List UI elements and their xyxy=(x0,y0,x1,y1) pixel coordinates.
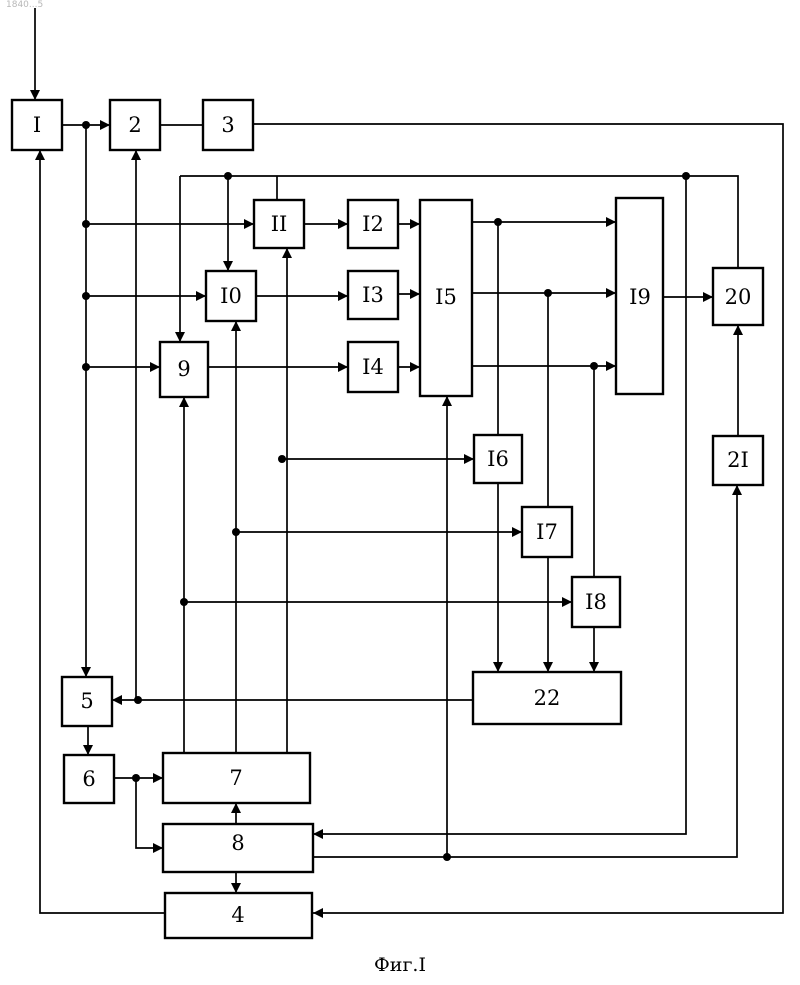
block-3: 3 xyxy=(203,100,253,150)
block-19: I9 xyxy=(616,198,663,394)
block-label: 20 xyxy=(725,285,752,309)
block-16: I6 xyxy=(474,435,522,483)
block-label: I0 xyxy=(220,284,242,308)
block-label: I2 xyxy=(362,212,384,236)
block-6: 6 xyxy=(64,755,114,803)
block-label: 2I xyxy=(727,448,749,472)
junction-dot xyxy=(224,172,232,180)
block-12: I2 xyxy=(348,200,398,248)
block-4: 4 xyxy=(165,893,312,938)
junction-dot xyxy=(82,121,90,129)
block-2: 2 xyxy=(110,100,160,150)
junction-dot xyxy=(544,289,552,297)
junction-dot xyxy=(134,696,142,704)
block-14: I4 xyxy=(348,342,398,392)
block-22: 22 xyxy=(473,672,621,724)
junction-dot xyxy=(278,455,286,463)
block-13: I3 xyxy=(348,271,398,319)
junction-dot xyxy=(132,774,140,782)
block-label: I xyxy=(33,113,41,137)
junction-dot xyxy=(443,853,451,861)
junction-dot xyxy=(180,598,188,606)
junction-dot xyxy=(494,218,502,226)
block-label: 7 xyxy=(229,766,242,790)
block-9: 9 xyxy=(160,342,208,397)
junction-dot xyxy=(82,220,90,228)
junction-dot xyxy=(232,528,240,536)
junction-dot xyxy=(590,362,598,370)
junction-dot xyxy=(82,292,90,300)
block-label: 3 xyxy=(221,113,234,137)
block-label: I4 xyxy=(362,355,384,379)
junction-dot xyxy=(82,363,90,371)
block-label: 4 xyxy=(231,903,244,927)
block-18: I8 xyxy=(572,577,620,627)
line-3-to-4 xyxy=(253,124,783,913)
block-label: I5 xyxy=(435,285,457,309)
block-label: 22 xyxy=(534,686,561,710)
block-label: 2 xyxy=(128,113,141,137)
block-5: 5 xyxy=(62,677,112,726)
line-6-to-8 xyxy=(136,778,163,848)
block-label: I6 xyxy=(487,447,509,471)
block-label: 6 xyxy=(82,767,95,791)
block-label: 9 xyxy=(177,357,190,381)
figure-caption: Фиг.I xyxy=(0,954,800,976)
block-label: I3 xyxy=(362,283,384,307)
block-1: I xyxy=(12,100,62,150)
blocks: I 2 3 4 5 6 7 8 xyxy=(12,100,763,938)
block-21: 2I xyxy=(713,436,763,485)
block-8: 8 xyxy=(163,824,313,872)
block-10: I0 xyxy=(206,271,256,321)
block-20: 20 xyxy=(713,268,763,325)
block-label: I9 xyxy=(629,285,651,309)
junction-dot xyxy=(682,172,690,180)
block-label: II xyxy=(271,212,288,236)
block-label: I8 xyxy=(585,590,607,614)
block-17: I7 xyxy=(522,507,572,557)
block-7: 7 xyxy=(163,753,310,803)
block-11: II xyxy=(254,200,304,248)
block-label: 8 xyxy=(231,831,244,855)
block-label: I7 xyxy=(536,520,558,544)
block-15: I5 xyxy=(420,200,472,396)
block-label: 5 xyxy=(80,689,93,713)
